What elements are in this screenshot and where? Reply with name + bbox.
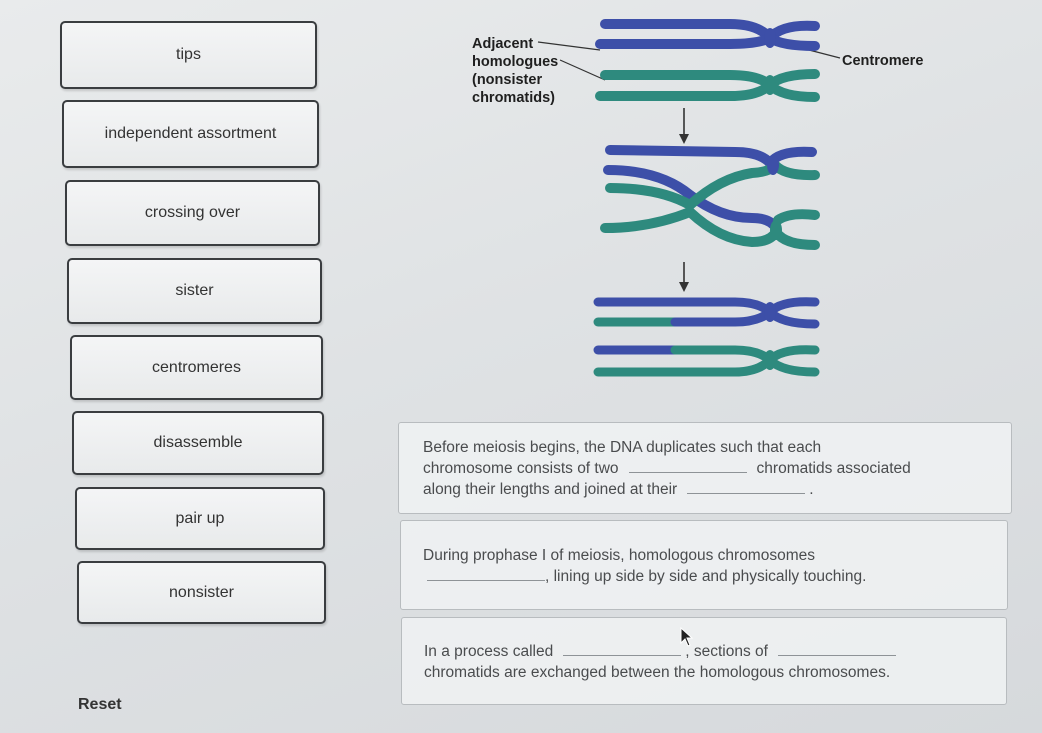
sentence-text: , lining up side by side and physically … <box>545 568 867 585</box>
drop-blank[interactable] <box>687 479 806 494</box>
drop-blank[interactable] <box>427 566 545 581</box>
term-tile-nonsister[interactable]: nonsister <box>77 561 326 624</box>
label-adjacent: Adjacent <box>472 36 533 52</box>
sentence-2: During prophase I of meiosis, homologous… <box>423 545 866 587</box>
reset-button[interactable]: Reset <box>78 696 122 713</box>
pointer-line-adjacent <box>537 41 601 51</box>
term-label: sister <box>175 282 214 299</box>
label-centromere: Centromere <box>842 53 923 69</box>
drop-blank[interactable] <box>563 641 682 656</box>
term-label: centromeres <box>152 358 241 376</box>
term-tile-tips[interactable]: tips <box>60 21 317 89</box>
sentence-text: chromatids associated <box>756 460 911 477</box>
term-label: nonsister <box>169 583 234 601</box>
term-tile-independent-assortment[interactable]: independent assortment <box>62 100 319 168</box>
sentence-text: During prophase I of meiosis, homologous… <box>423 547 815 564</box>
term-label: pair up <box>175 509 225 527</box>
term-tile-crossing-over[interactable]: crossing over <box>65 180 320 246</box>
sentence-text: chromosome consists of two <box>423 460 619 477</box>
pointer-line-homologues <box>559 59 606 81</box>
sentence-text: In a process called <box>424 643 554 660</box>
sentence-card-3 <box>401 617 1007 705</box>
sentence-card-1 <box>398 422 1012 514</box>
term-label: independent assortment <box>104 125 277 142</box>
mouse-cursor-icon <box>680 627 694 647</box>
term-label: tips <box>176 46 201 63</box>
arrow-down-icon <box>679 108 689 144</box>
term-label: disassemble <box>153 434 243 451</box>
label-nonsister: (nonsister <box>472 72 542 88</box>
stage2-chromosomes <box>600 145 820 250</box>
sentence-text: chromatids are exchanged between the hom… <box>424 664 891 681</box>
label-chromatids: chromatids) <box>472 90 555 106</box>
sentence-text: Before meiosis begins, the DNA duplicate… <box>423 439 822 456</box>
term-tile-pair-up[interactable]: pair up <box>75 487 325 550</box>
term-label: crossing over <box>144 204 241 221</box>
label-homologues: homologues <box>472 54 558 70</box>
drop-blank[interactable] <box>777 641 896 656</box>
crossing-over-diagram: Adjacent homologues (nonsister chromatid… <box>472 19 923 377</box>
term-tile-sister[interactable]: sister <box>67 258 322 324</box>
sentence-3: In a process called , sections of chromat… <box>424 641 896 683</box>
stage1-chromosomes <box>595 19 820 102</box>
arrow-down-icon <box>679 262 689 292</box>
sentence-text: , sections of <box>685 643 768 660</box>
sentence-card-2 <box>400 520 1008 610</box>
sentence-text: . <box>809 481 814 498</box>
sentence-text: along their lengths and joined at their <box>423 481 678 498</box>
term-tile-disassemble[interactable]: disassemble <box>72 411 324 475</box>
drop-blank[interactable] <box>628 458 747 473</box>
term-tile-centromeres[interactable]: centromeres <box>70 335 323 400</box>
stage3-chromosomes <box>593 297 820 377</box>
sentence-1: Before meiosis begins, the DNA duplicate… <box>423 437 911 500</box>
